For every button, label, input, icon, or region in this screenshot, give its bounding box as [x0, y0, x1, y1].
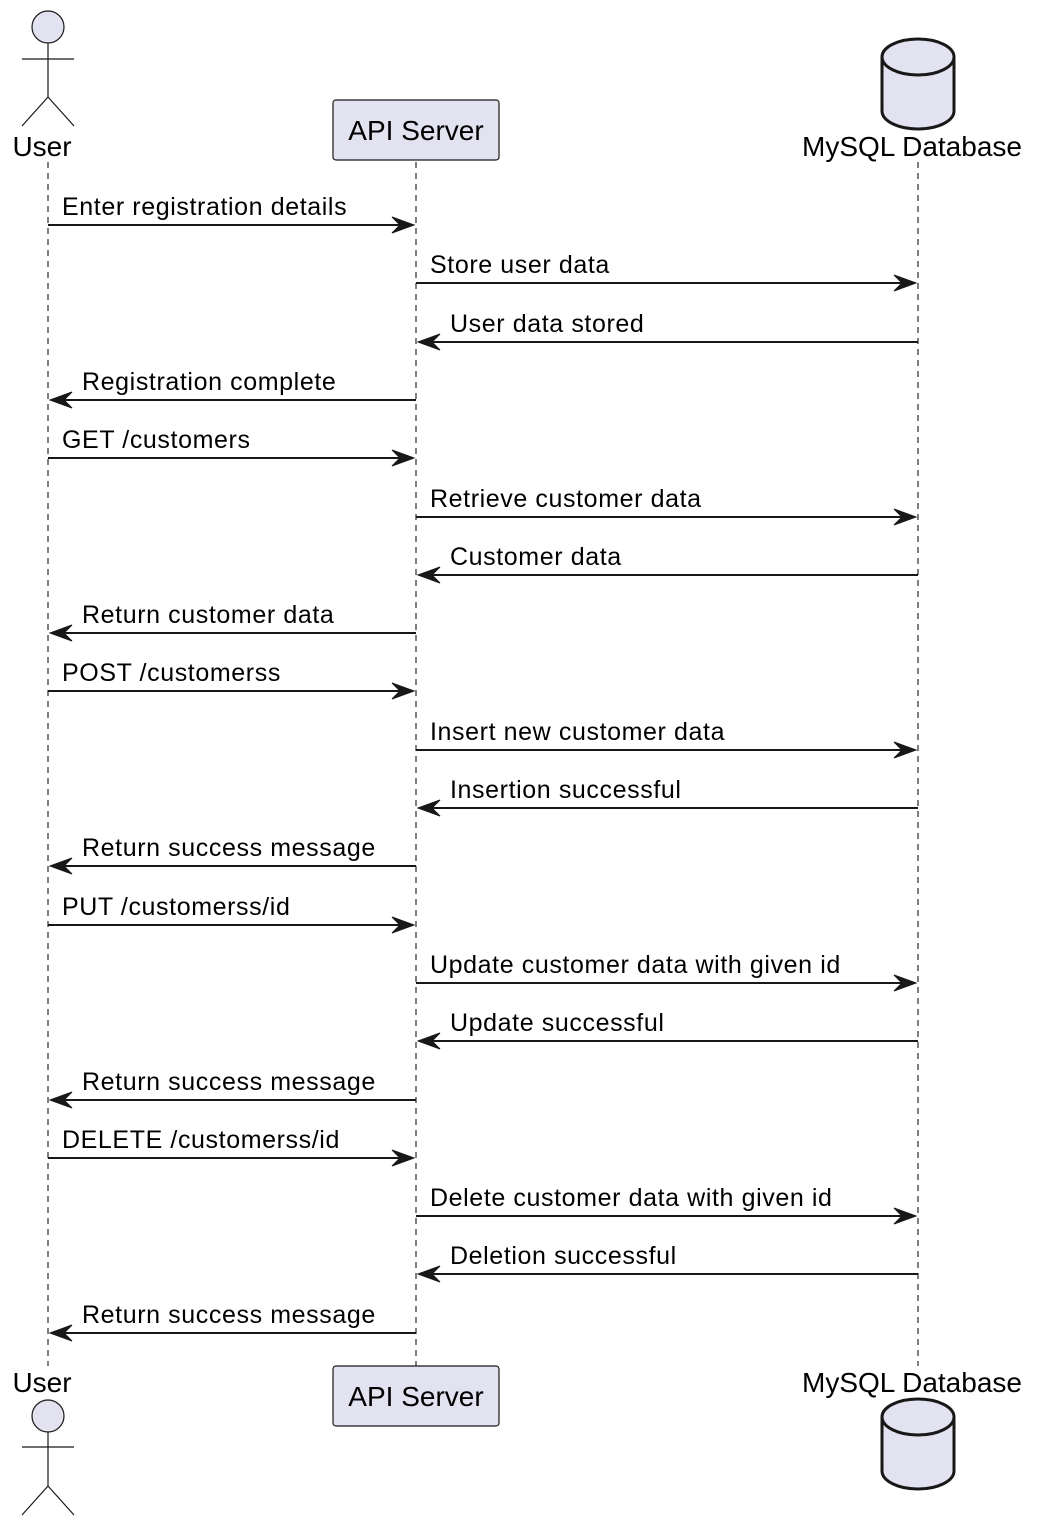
message-label: DELETE /customerss/id	[62, 1126, 340, 1154]
participant-label-user: User	[12, 131, 71, 162]
message-label: POST /customerss	[62, 659, 281, 687]
arrowhead-icon	[391, 1149, 416, 1167]
message-label: Return customer data	[82, 601, 334, 629]
arrowhead-icon	[416, 799, 441, 817]
message-label: Insertion successful	[450, 776, 682, 804]
message-20: Return success message	[48, 1301, 416, 1342]
arrowhead-icon	[893, 1207, 918, 1225]
arrowhead-icon	[48, 624, 73, 642]
message-9: POST /customerss	[48, 659, 416, 700]
arrowhead-icon	[893, 974, 918, 992]
message-19: Deletion successful	[416, 1242, 918, 1283]
arrowhead-icon	[893, 274, 918, 292]
message-4: Registration complete	[48, 368, 416, 409]
message-1: Enter registration details	[48, 193, 416, 234]
message-label: Insert new customer data	[430, 718, 725, 746]
arrowhead-icon	[416, 1032, 441, 1050]
arrowhead-icon	[893, 741, 918, 759]
arrowhead-icon	[416, 1265, 441, 1283]
participant-label-api-server: API Server	[348, 115, 483, 146]
arrowhead-icon	[391, 682, 416, 700]
participant-label-mysql-database-bottom: MySQL Database	[802, 1367, 1022, 1398]
message-8: Return customer data	[48, 601, 416, 642]
message-label: Update successful	[450, 1009, 664, 1037]
message-14: Update customer data with given id	[416, 951, 918, 992]
message-2: Store user data	[416, 251, 918, 292]
message-label: Return success message	[82, 1068, 376, 1096]
message-6: Retrieve customer data	[416, 485, 918, 526]
database-cylinder-icon	[880, 37, 956, 131]
message-12: Return success message	[48, 834, 416, 875]
message-16: Return success message	[48, 1068, 416, 1109]
arrowhead-icon	[391, 916, 416, 934]
actor-stick-figure-icon	[21, 10, 75, 127]
message-label: Customer data	[450, 543, 622, 571]
message-18: Delete customer data with given id	[416, 1184, 918, 1225]
arrowhead-icon	[48, 391, 73, 409]
message-label: Return success message	[82, 834, 376, 862]
message-3: User data stored	[416, 310, 918, 351]
message-label: User data stored	[450, 310, 644, 338]
arrowhead-icon	[391, 449, 416, 467]
participant-box-api-server-bottom: API Server	[332, 1365, 500, 1427]
message-5: GET /customers	[48, 426, 416, 467]
message-label: Update customer data with given id	[430, 951, 841, 979]
message-label: Store user data	[430, 251, 610, 279]
message-label: Deletion successful	[450, 1242, 677, 1270]
actor-stick-figure-icon	[21, 1399, 75, 1516]
message-7: Customer data	[416, 543, 918, 584]
message-15: Update successful	[416, 1009, 918, 1050]
message-label: PUT /customerss/id	[62, 893, 290, 921]
participant-label-api-server-bottom: API Server	[348, 1381, 483, 1412]
arrowhead-icon	[48, 1324, 73, 1342]
arrowhead-icon	[416, 333, 441, 351]
message-label: GET /customers	[62, 426, 251, 454]
message-label: Enter registration details	[62, 193, 347, 221]
participant-label-mysql-database: MySQL Database	[802, 131, 1022, 162]
message-13: PUT /customerss/id	[48, 893, 416, 934]
arrowhead-icon	[391, 216, 416, 234]
message-label: Delete customer data with given id	[430, 1184, 833, 1212]
arrowhead-icon	[416, 566, 441, 584]
message-label: Retrieve customer data	[430, 485, 702, 513]
participant-label-user-bottom: User	[12, 1367, 71, 1398]
arrowhead-icon	[48, 1091, 73, 1109]
message-11: Insertion successful	[416, 776, 918, 817]
message-label: Registration complete	[82, 368, 336, 396]
arrowhead-icon	[893, 508, 918, 526]
arrowhead-icon	[48, 857, 73, 875]
message-17: DELETE /customerss/id	[48, 1126, 416, 1167]
participant-box-api-server: API Server	[332, 99, 500, 161]
message-10: Insert new customer data	[416, 718, 918, 759]
message-label: Return success message	[82, 1301, 376, 1329]
database-cylinder-icon	[880, 1397, 956, 1491]
